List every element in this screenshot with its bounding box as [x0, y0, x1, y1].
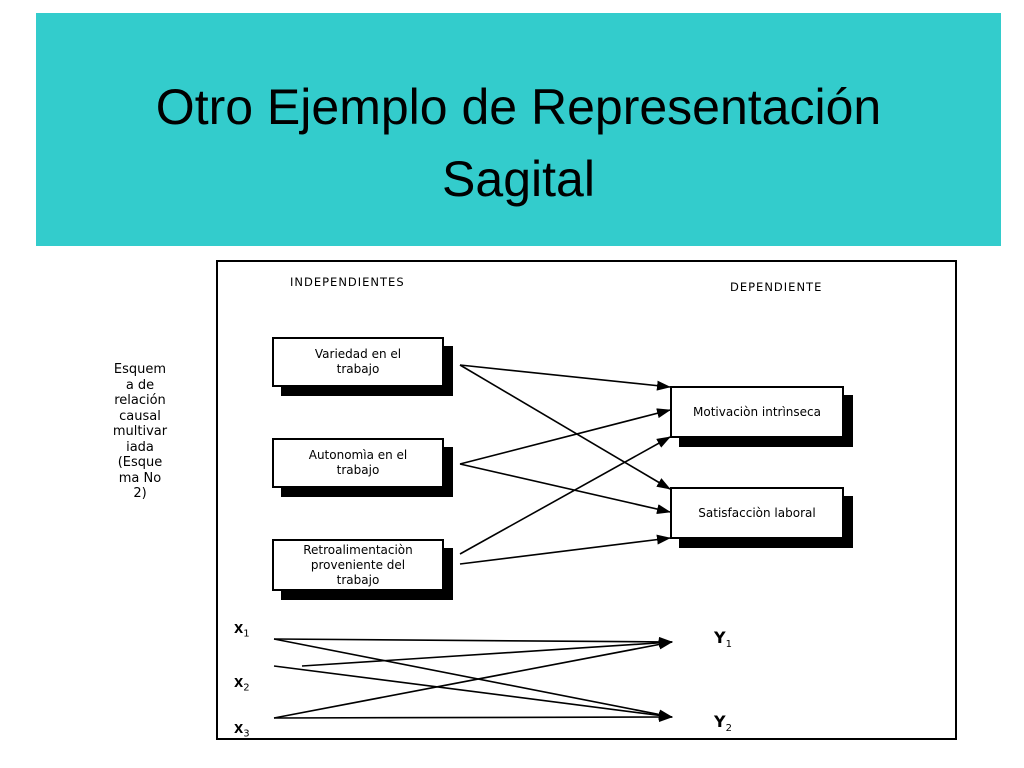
side-note: Esquem a de relación causal multivar iad…	[95, 362, 185, 502]
arrow-x3-y2	[273, 712, 673, 723]
side-note-line: multivar	[112, 424, 168, 439]
causal-diagram: INDEPENDIENTES DEPENDIENTE Variedad en e…	[216, 260, 957, 740]
side-note-line: Esquem	[113, 362, 167, 377]
side-note-line: 2)	[133, 486, 147, 501]
arrow-autonomia-satisfaccion	[459, 463, 671, 514]
box-autonomia-trabajo: Autonomìa en el trabajo	[272, 438, 444, 488]
title-line-2: Sagital	[442, 151, 595, 207]
arrow-retro-motivacion	[459, 436, 671, 555]
page-title: Otro Ejemplo de Representación Sagital	[36, 71, 1001, 215]
box-text-line: proveniente del	[310, 557, 406, 572]
box-motivacion-intrinseca: Motivaciòn intrìnseca	[670, 386, 844, 438]
side-note-line: causal	[119, 408, 161, 424]
arrow-variedad-satisfaccion	[459, 364, 671, 490]
side-note-line: a de	[125, 377, 155, 393]
label-y2: Y2	[714, 712, 732, 735]
diagram-arrows	[273, 364, 673, 723]
box-text-line: trabajo	[336, 463, 380, 477]
box-retroalimentacion: Retroalimentaciòn proveniente del trabaj…	[272, 539, 444, 591]
side-note-line: iada	[126, 439, 154, 455]
box-text-line: Autonomìa en el	[308, 448, 408, 462]
box-text-line: Retroalimentaciòn	[303, 542, 413, 557]
box-text-line: Satisfacciòn laboral	[698, 505, 816, 520]
arrow-x2-y2	[273, 665, 673, 721]
arrow-autonomia-motivacion	[459, 408, 671, 465]
arrow-x3-y1	[273, 639, 673, 719]
label-x1: X1	[234, 622, 250, 640]
label-x3: X3	[234, 722, 250, 740]
label-x2: X2	[234, 676, 250, 694]
box-text-line: Variedad en el	[314, 347, 402, 361]
heading-dependiente: DEPENDIENTE	[730, 280, 823, 294]
side-note-line: (Esque	[117, 455, 163, 470]
side-note-line: ma No	[118, 470, 162, 486]
arrow-x2-y1	[301, 637, 673, 667]
heading-independientes: INDEPENDIENTES	[290, 275, 405, 289]
arrow-variedad-motivacion	[459, 364, 671, 391]
arrow-x1-y1	[273, 636, 673, 647]
box-text-line: trabajo	[336, 572, 380, 587]
side-note-line: relación	[114, 393, 166, 408]
box-text-line: trabajo	[336, 362, 380, 376]
box-satisfaccion-laboral: Satisfacciòn laboral	[670, 487, 844, 539]
label-y1: Y1	[714, 628, 732, 651]
title-line-1: Otro Ejemplo de Representación	[155, 79, 882, 135]
box-variedad-trabajo: Variedad en el trabajo	[272, 337, 444, 387]
title-bar: Otro Ejemplo de Representación Sagital	[36, 13, 1001, 246]
arrow-x1-y2	[273, 638, 673, 720]
box-text-line: Motivaciòn intrìnseca	[693, 404, 821, 419]
arrow-retro-satisfaccion	[459, 534, 671, 565]
